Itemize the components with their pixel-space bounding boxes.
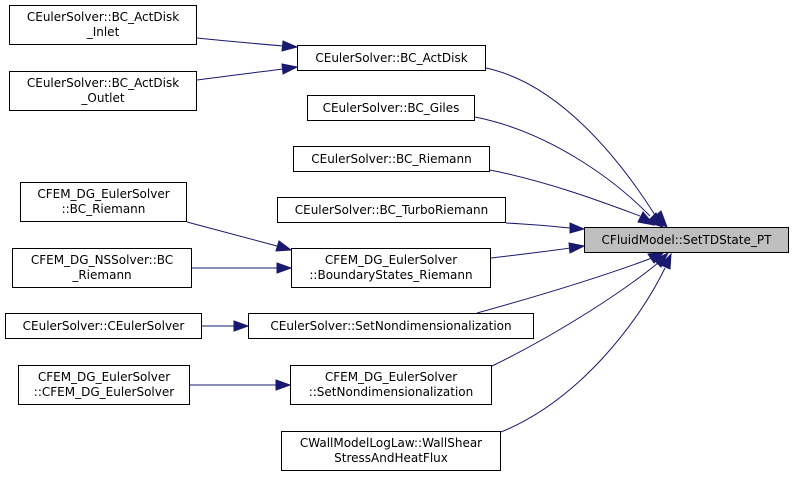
node-wallmodel-loglaw[interactable]: CWallModelLogLaw::WallShear StressAndHea…: [281, 431, 501, 471]
edge-arrowhead: [637, 211, 656, 226]
node-label: ::CFEM_DG_EulerSolver: [33, 385, 175, 399]
node-label: CFEM_DG_EulerSolver: [37, 370, 171, 384]
edge-arrowhead: [569, 222, 586, 234]
node-label: CEulerSolver::BC_ActDisk: [26, 10, 180, 24]
node-dg-setnondimensionalization[interactable]: CFEM_DG_EulerSolver ::SetNondimensionali…: [290, 365, 492, 405]
node-label: CFluidModel::SetTDState_PT: [601, 232, 772, 247]
edge-arrowhead: [646, 212, 664, 228]
edge-line: [196, 68, 284, 81]
node-dg-euler-bc-riemann[interactable]: CFEM_DG_EulerSolver ::BC_Riemann: [20, 182, 187, 222]
edge-dg_euler_ctor-to-dg_setnondim: [190, 379, 292, 391]
edge-wallmodel-to-target: [500, 252, 672, 433]
edge-bc_actdisk_inlet-to-bc_actdisk: [196, 37, 299, 52]
edge-arrowhead: [281, 63, 299, 75]
edge-setnondim-to-target: [476, 251, 666, 314]
edge-line: [490, 247, 571, 259]
node-target-settdstate-pt: CFluidModel::SetTDState_PT: [584, 227, 789, 253]
node-label: CEulerSolver::CEulerSolver: [22, 318, 185, 333]
edge-arrowhead: [281, 40, 299, 52]
edge-line: [186, 221, 278, 247]
edge-dg_euler_bc_riemann-to-dg_boundarystates: [186, 221, 293, 252]
node-label: CFEM_DG_EulerSolver: [324, 370, 458, 384]
edge-bc_turboriemann-to-target: [505, 222, 586, 234]
node-dg-boundarystates-riemann[interactable]: CFEM_DG_EulerSolver ::BoundaryStates_Rie…: [291, 248, 491, 288]
node-label: CEulerSolver::BC_ActDisk: [315, 50, 468, 65]
node-bc-actdisk[interactable]: CEulerSolver::BC_ActDisk: [297, 45, 486, 71]
node-label: CFEM_DG_EulerSolver: [324, 253, 458, 267]
node-label: CEulerSolver::BC_ActDisk: [26, 76, 180, 90]
edge-line: [505, 222, 571, 229]
edge-bc_riemann-to-target: [489, 169, 656, 226]
node-bc-giles[interactable]: CEulerSolver::BC_Giles: [307, 95, 475, 121]
edge-bc_actdisk_outlet-to-bc_actdisk: [196, 63, 299, 81]
node-bc-turboriemann[interactable]: CEulerSolver::BC_TurboRiemann: [277, 197, 506, 223]
node-label: CEulerSolver::BC_TurboRiemann: [294, 202, 489, 217]
node-label: _Riemann: [72, 268, 132, 282]
node-label: CEulerSolver::BC_Riemann: [311, 151, 472, 166]
node-label: _Outlet: [81, 91, 125, 105]
edge-bc_actdisk-to-target: [485, 67, 668, 228]
node-dg-euler-ctor[interactable]: CFEM_DG_EulerSolver ::CFEM_DG_EulerSolve…: [18, 365, 190, 405]
edge-bc_giles-to-target: [474, 116, 664, 228]
edge-line: [476, 257, 653, 314]
node-label: CWallModelLogLaw::WallShear: [299, 436, 483, 450]
node-label: ::BC_Riemann: [61, 202, 146, 216]
node-label: CFEM_DG_NSSolver::BC: [30, 253, 174, 267]
edge-line: [500, 267, 666, 433]
node-setnondimensionalization[interactable]: CEulerSolver::SetNondimensionalization: [248, 313, 534, 339]
edge-line: [474, 116, 651, 217]
edge-arrowhead: [276, 262, 293, 274]
edge-line: [485, 67, 656, 216]
node-label: _Inlet: [86, 25, 120, 39]
node-label: CEulerSolver::SetNondimensionalization: [270, 318, 512, 333]
node-bc-riemann[interactable]: CEulerSolver::BC_Riemann: [293, 146, 490, 172]
edge-dg_boundarystates-to-target: [490, 242, 586, 259]
edge-arrowhead: [653, 251, 670, 268]
edge-line: [489, 169, 641, 217]
edge-arrowhead: [275, 240, 293, 252]
edge-arrowhead: [275, 379, 292, 391]
edge-line: [196, 37, 284, 47]
node-label: ::BoundaryStates_Riemann: [309, 268, 473, 282]
edge-arrowhead: [568, 242, 586, 254]
node-bc-actdisk-outlet[interactable]: CEulerSolver::BC_ActDisk _Outlet: [9, 71, 197, 111]
edge-arrowhead: [233, 320, 250, 332]
edge-dg_setnondim-to-target: [491, 251, 670, 367]
edge-dg_ns_bc_riemann-to-dg_boundarystates: [192, 262, 293, 274]
node-ceulersolver-ctor[interactable]: CEulerSolver::CEulerSolver: [5, 313, 202, 339]
edge-line: [491, 262, 659, 367]
node-dg-ns-bc-riemann[interactable]: CFEM_DG_NSSolver::BC _Riemann: [12, 248, 192, 288]
edge-arrowhead: [660, 252, 672, 270]
edge-ceulersolver_ctor-to-setnondim: [202, 320, 250, 332]
node-label: CFEM_DG_EulerSolver: [37, 187, 170, 201]
node-label: StressAndHeatFlux: [334, 451, 448, 465]
node-label: CEulerSolver::BC_Giles: [322, 100, 460, 115]
node-label: ::SetNondimensionalization: [308, 385, 474, 399]
node-bc-actdisk-inlet[interactable]: CEulerSolver::BC_ActDisk _Inlet: [9, 5, 197, 45]
